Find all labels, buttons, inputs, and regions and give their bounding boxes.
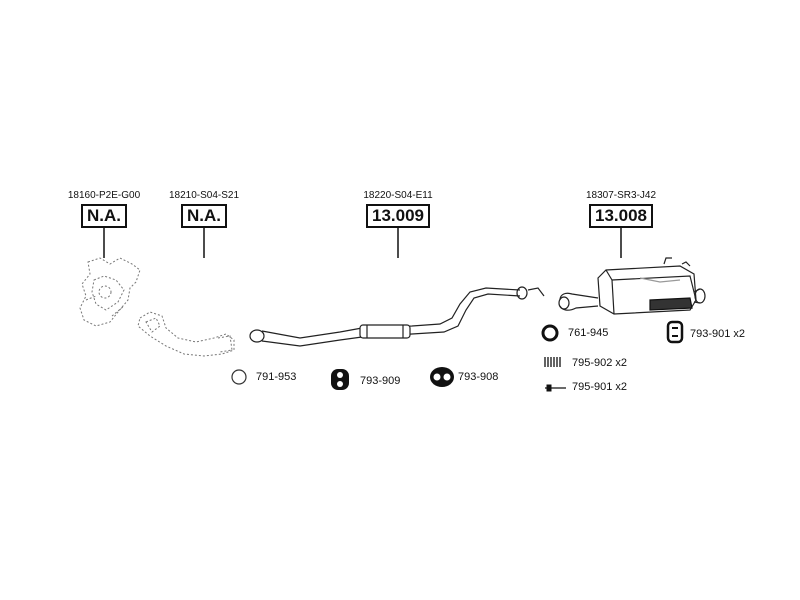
part-ref-box[interactable]: N.A.: [81, 204, 127, 228]
part-ref-box[interactable]: N.A.: [181, 204, 227, 228]
accessory-label: 793-909: [360, 375, 401, 387]
part-ref-box[interactable]: 13.008: [589, 204, 653, 228]
rubber-hanger-icon: [430, 367, 454, 387]
bolt-icon: [545, 384, 566, 392]
middle-pipe: [249, 286, 545, 347]
rear-muffler: [558, 257, 706, 315]
oe-number: 18307-SR3-J42: [585, 190, 657, 201]
oe-number: 18210-S04-S21: [168, 190, 240, 201]
accessory-label: 791-953: [256, 371, 297, 383]
accessory-label: 795-901 x2: [572, 381, 628, 393]
exhaust-manifold: [79, 257, 141, 327]
accessory-label: 795-902 x2: [572, 357, 628, 369]
accessory-label: 761-945: [568, 327, 609, 339]
oe-number: 18160-P2E-G00: [67, 190, 141, 201]
accessory-label: 793-908: [458, 371, 499, 383]
accessory-label: 793-901 x2: [690, 328, 746, 340]
oe-number: 18220-S04-E11: [363, 190, 433, 201]
front-pipe: [137, 311, 235, 357]
part-ref-box[interactable]: 13.009: [366, 204, 430, 228]
spring-icon: [544, 357, 561, 367]
ring-gasket-icon: [541, 324, 559, 342]
rubber-hanger-icon: [331, 369, 349, 390]
rubber-hanger-icon: [666, 320, 684, 344]
ring-gasket-icon: [231, 369, 247, 385]
